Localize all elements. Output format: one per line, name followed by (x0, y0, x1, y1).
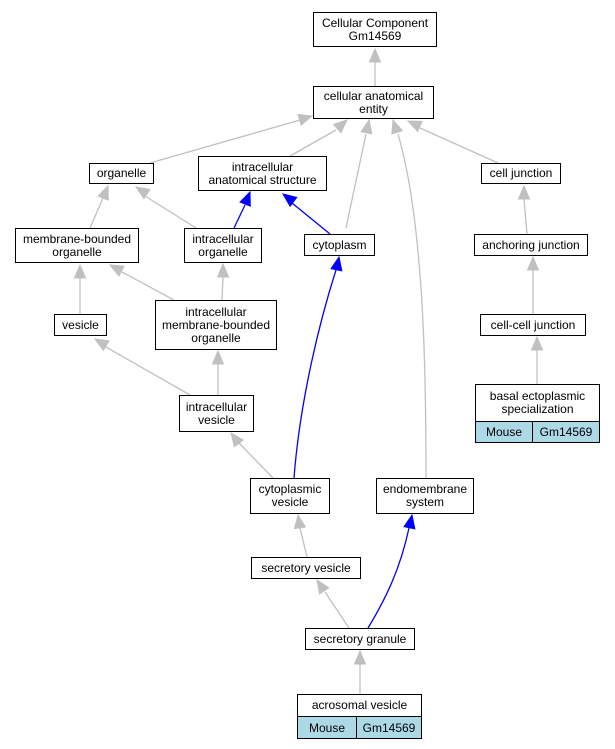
node-membrane-bounded-organelle[interactable]: membrane-bounded organelle (15, 228, 139, 263)
edge-sv-to-cv (299, 527, 308, 558)
edge-iv-to-imbo-arrowhead (211, 349, 225, 365)
edge-cytoplasm-to-entity-arrowhead (360, 118, 373, 135)
edge-ias-to-entity (289, 129, 337, 157)
edge-io-to-ias-arrowhead (239, 190, 251, 207)
edge-acrosomal-to-sg-arrowhead (353, 649, 367, 665)
node-secretory-vesicle[interactable]: secretory vesicle (251, 557, 361, 579)
node-secretory-granule[interactable]: secretory granule (305, 628, 415, 650)
edge-celljunction-to-entity-arrowhead (406, 120, 423, 133)
edge-cv-to-iv-arrowhead (230, 431, 245, 448)
node-anchoring-junction[interactable]: anchoring junction (474, 234, 588, 256)
node-cellular-component-root[interactable]: Cellular Component Gm14569 (313, 12, 437, 47)
node-endomembrane-system[interactable]: endomembrane system (376, 478, 474, 514)
species-tag: Mouse (297, 716, 357, 739)
edge-cytoplasm-to-entity (345, 133, 367, 229)
edge-imbo-to-io (221, 276, 224, 301)
node-acrosomal-vesicle[interactable]: acrosomal vesicle (297, 694, 422, 717)
edge-io-to-organelle-arrowhead (134, 186, 151, 200)
edge-cellcell-to-anchoring-arrowhead (526, 255, 540, 271)
edge-endomembrane-to-entity-arrowhead (391, 118, 404, 135)
node-intracellular-organelle[interactable]: intracellular organelle (184, 228, 262, 263)
edge-cv-to-iv (237, 441, 274, 479)
edge-sg-to-endomembrane-arrowhead (403, 513, 416, 530)
edge-endomembrane-to-entity (397, 133, 427, 479)
edge-cv-to-cytoplasm-arrowhead (330, 255, 343, 272)
node-intracellular-membrane-bounded-organelle[interactable]: intracellular membrane-bounded organelle (155, 300, 277, 350)
edge-sg-to-sv (324, 591, 350, 629)
edge-imbo-to-mbo-arrowhead (108, 264, 125, 277)
edge-sg-to-endomembrane (367, 527, 410, 629)
species-tag: Mouse (475, 421, 533, 443)
edge-organelle-to-entity-arrowhead (297, 113, 314, 126)
edge-organelle-to-entity (149, 119, 301, 164)
node-cell-cell-junction[interactable]: cell-cell junction (480, 314, 586, 336)
edge-iv-to-vesicle-arrowhead (93, 338, 110, 352)
edge-imbo-to-mbo (121, 271, 175, 301)
edge-cytoplasm-to-ias-arrowhead (281, 193, 298, 208)
edge-vesicle-to-mbo-arrowhead (73, 263, 87, 279)
node-cytoplasmic-vesicle[interactable]: cytoplasmic vesicle (250, 478, 330, 514)
edge-imbo-to-io-arrowhead (216, 262, 230, 278)
edge-cytoplasm-to-ias (291, 202, 331, 235)
node-cell-junction[interactable]: cell junction (481, 163, 561, 184)
edge-io-to-organelle (144, 195, 197, 229)
edge-iv-to-vesicle (105, 346, 191, 396)
node-intracellular-anatomical-structure[interactable]: intracellular anatomical structure (198, 156, 327, 191)
node-cellular-anatomical-entity[interactable]: cellular anatomical entity (313, 86, 434, 119)
node-vesicle[interactable]: vesicle (54, 314, 107, 336)
node-intracellular-vesicle[interactable]: intracellular vesicle (179, 395, 254, 432)
edge-sv-to-cv-arrowhead (293, 513, 307, 530)
node-organelle[interactable]: organelle (89, 163, 154, 184)
edge-basal-to-cellcell-arrowhead (530, 335, 544, 351)
edge-entity-to-root-arrowhead (368, 47, 382, 63)
edge-cv-to-cytoplasm (293, 269, 337, 479)
gene-tag: Gm14569 (532, 421, 600, 443)
edge-io-to-ias (233, 204, 246, 229)
edge-celljunction-to-entity (419, 127, 499, 164)
edge-anchoring-to-celljunction-arrowhead (517, 184, 531, 200)
gene-tag: Gm14569 (356, 716, 422, 739)
node-basal-ectoplasmic-specialization[interactable]: basal ectoplasmic specialization (475, 384, 600, 422)
edge-mbo-to-organelle (89, 197, 104, 229)
edge-mbo-to-organelle-arrowhead (97, 184, 109, 201)
edge-sg-to-sv-arrowhead (316, 578, 330, 595)
edge-anchoring-to-celljunction (523, 198, 528, 235)
edge-ias-to-entity-arrowhead (332, 119, 348, 134)
node-cytoplasm[interactable]: cytoplasm (304, 234, 375, 256)
